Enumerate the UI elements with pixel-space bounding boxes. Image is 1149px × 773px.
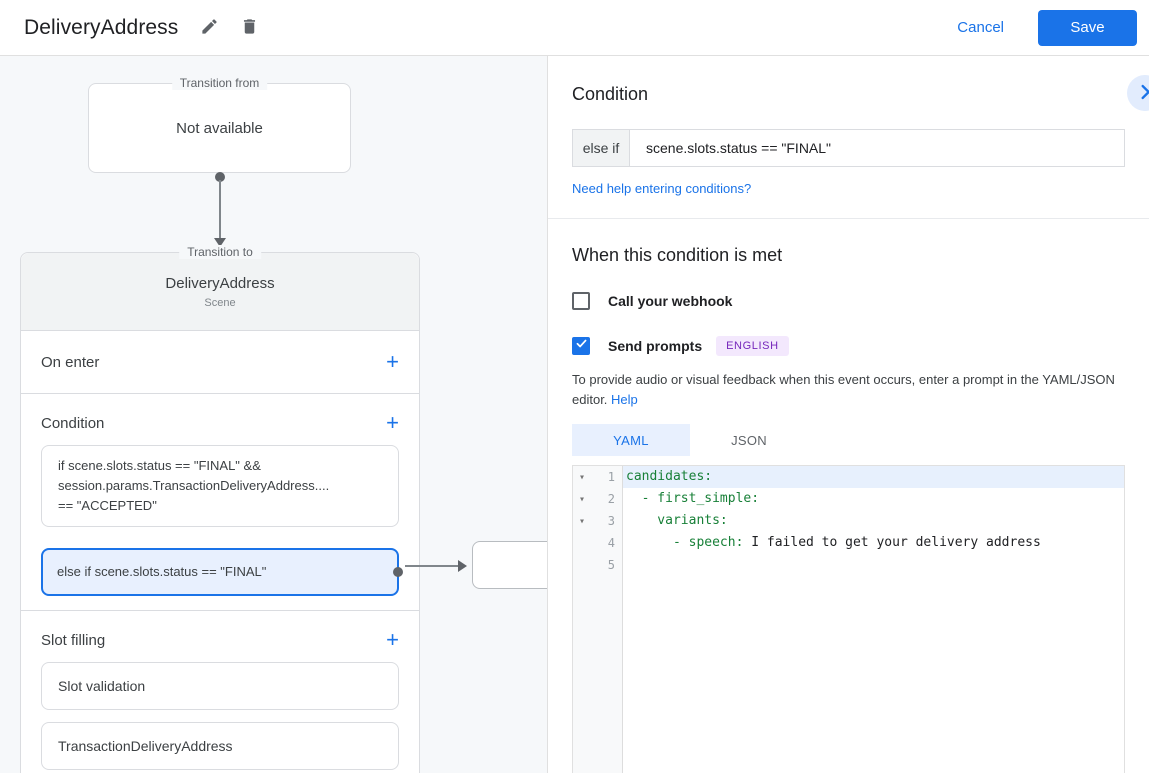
condition-item-selected[interactable]: else if scene.slots.status == "FINAL" xyxy=(41,548,403,596)
yaml-key-token: candidates: xyxy=(626,469,713,485)
scene-card-header[interactable]: DeliveryAddress Scene xyxy=(21,253,419,331)
code-line[interactable] xyxy=(623,554,1124,576)
when-met-heading: When this condition is met xyxy=(572,245,783,265)
scene-type: Scene xyxy=(204,296,236,309)
condition-item[interactable]: if scene.slots.status == "FINAL" && sess… xyxy=(41,445,399,527)
fold-toggle-icon[interactable]: ▾ xyxy=(578,471,586,483)
tab-yaml[interactable]: YAML xyxy=(572,424,690,457)
panel-divider xyxy=(548,218,1149,219)
chevron-right-icon xyxy=(1134,81,1149,106)
add-slot-button[interactable]: + xyxy=(386,627,399,652)
condition-text: else if scene.slots.status == "FINAL" xyxy=(57,564,267,579)
transition-from-label: Transition from xyxy=(171,76,268,90)
checkmark-icon xyxy=(575,337,588,355)
pencil-icon xyxy=(200,17,219,39)
right-arrow-connector xyxy=(405,560,467,572)
editor-gutter-cell: ▾2 xyxy=(573,488,623,511)
yaml-key-token: - speech: xyxy=(626,535,744,551)
slot-validation-item[interactable]: Slot validation xyxy=(41,662,399,710)
collapse-panel-button[interactable] xyxy=(1127,75,1149,111)
editor-gutter-cell: 4 xyxy=(573,532,623,555)
editor-gutter xyxy=(573,576,623,773)
arrowhead-right-icon xyxy=(458,560,467,572)
conditions-help-link[interactable]: Need help entering conditions? xyxy=(572,181,752,196)
condition-detail-panel: Condition else if Need help entering con… xyxy=(547,56,1149,773)
slot-filling-label: Slot filling xyxy=(41,631,106,649)
panel-condition-heading: Condition xyxy=(572,84,649,104)
webhook-row: Call your webhook xyxy=(572,292,1125,310)
connector-line xyxy=(405,565,459,567)
condition-expression-input[interactable] xyxy=(630,130,1124,166)
line-number: 3 xyxy=(607,514,615,529)
prompt-help-link[interactable]: Help xyxy=(611,392,638,408)
editor-filler-row xyxy=(573,576,1124,773)
tab-json[interactable]: JSON xyxy=(731,432,767,448)
condition-expression-row: else if xyxy=(572,129,1125,167)
top-bar: DeliveryAddress Cancel Save xyxy=(0,0,1149,56)
arrowhead-down-icon xyxy=(214,238,226,247)
add-on-enter-button[interactable]: + xyxy=(386,349,399,374)
code-editor-row: ▾2 - first_simple: xyxy=(573,488,1124,511)
code-editor-row: 5 xyxy=(573,554,1124,577)
slot-filling-section: Slot filling + Slot validation Transacti… xyxy=(21,611,419,773)
delete-scene-button[interactable] xyxy=(232,11,266,45)
on-enter-label: On enter xyxy=(41,353,100,371)
line-number: 2 xyxy=(607,492,615,507)
cancel-button[interactable]: Cancel xyxy=(945,11,1016,44)
code-line[interactable]: - speech: I failed to get your delivery … xyxy=(623,532,1124,554)
send-prompts-checkbox[interactable] xyxy=(572,337,590,355)
connector-line xyxy=(219,180,221,238)
down-arrow-connector xyxy=(214,172,226,248)
add-condition-button[interactable]: + xyxy=(386,410,399,435)
editor-gutter-cell: ▾1 xyxy=(573,466,623,489)
transition-from-node: Transition from Not available xyxy=(88,76,351,173)
scene-graph-canvas: Transition from Not available Transition… xyxy=(0,56,547,773)
editor-gutter-cell: ▾3 xyxy=(573,510,623,533)
line-number: 1 xyxy=(607,470,615,485)
on-enter-section[interactable]: On enter + xyxy=(21,331,419,394)
trash-icon xyxy=(240,17,259,39)
webhook-checkbox[interactable] xyxy=(572,292,590,310)
code-line[interactable]: - first_simple: xyxy=(623,488,1124,510)
yaml-value-token: I failed to get your delivery address xyxy=(743,535,1041,551)
fold-toggle-icon[interactable]: ▾ xyxy=(578,515,586,527)
page-title: DeliveryAddress xyxy=(24,15,179,39)
code-editor-row: 4 - speech: I failed to get your deliver… xyxy=(573,532,1124,555)
condition-prefix: else if xyxy=(573,130,630,166)
save-button[interactable]: Save xyxy=(1038,9,1137,46)
yaml-key-token: - first_simple: xyxy=(626,491,760,507)
language-badge: ENGLISH xyxy=(716,336,789,356)
yaml-key-token: variants: xyxy=(626,513,728,529)
fold-toggle-icon[interactable]: ▾ xyxy=(578,493,586,505)
code-editor-row: ▾3 variants: xyxy=(573,510,1124,533)
line-number: 4 xyxy=(607,536,615,551)
connector-dot xyxy=(215,172,225,182)
condition-section-label: Condition xyxy=(41,414,105,432)
edit-scene-button[interactable] xyxy=(192,11,226,45)
scene-name: DeliveryAddress xyxy=(165,274,275,292)
editor-empty-area[interactable] xyxy=(623,576,1124,773)
line-number: 5 xyxy=(607,558,615,573)
prompt-description: To provide audio or visual feedback when… xyxy=(572,372,1115,408)
webhook-label[interactable]: Call your webhook xyxy=(608,293,733,309)
send-prompts-label[interactable]: Send prompts xyxy=(608,338,703,354)
editor-gutter-cell: 5 xyxy=(573,554,623,577)
code-line[interactable]: variants: xyxy=(623,510,1124,532)
transition-from-content: Not available xyxy=(176,119,263,137)
code-line[interactable]: candidates: xyxy=(623,466,1124,489)
connector-dot xyxy=(393,567,403,577)
scene-node-card: Transition to DeliveryAddress Scene On e… xyxy=(20,245,420,773)
transition-to-label: Transition to xyxy=(179,245,261,259)
transition-target-node[interactable] xyxy=(472,541,547,589)
send-prompts-row: Send prompts ENGLISH xyxy=(572,336,1125,356)
condition-section: Condition + if scene.slots.status == "FI… xyxy=(21,394,419,611)
editor-format-tabs: YAML JSON xyxy=(572,424,1125,457)
slot-item[interactable]: TransactionDeliveryAddress xyxy=(41,722,399,770)
